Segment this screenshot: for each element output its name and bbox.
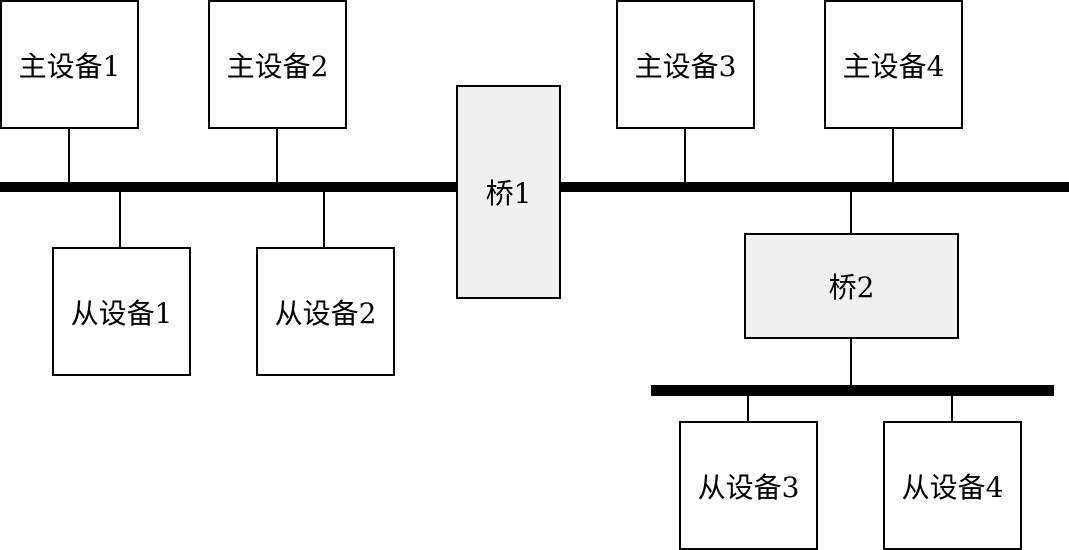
slave-device-4: 从设备4 xyxy=(883,421,1022,550)
bridge-1: 桥1 xyxy=(456,85,561,299)
main-bus-right xyxy=(560,182,1069,192)
wire-master-4 xyxy=(892,128,894,183)
slave-device-1: 从设备1 xyxy=(52,247,191,376)
wire-slave-4 xyxy=(951,395,953,422)
master-device-2: 主设备2 xyxy=(208,0,347,129)
wire-bridge-2-up xyxy=(850,191,852,234)
master-device-4: 主设备4 xyxy=(824,0,963,129)
wire-master-2 xyxy=(276,128,278,183)
master-device-3: 主设备3 xyxy=(616,0,755,129)
wire-slave-1 xyxy=(119,191,121,248)
wire-slave-3 xyxy=(747,395,749,422)
wire-master-1 xyxy=(68,128,70,183)
slave-device-3: 从设备3 xyxy=(679,421,818,550)
bridge-2: 桥2 xyxy=(744,233,959,339)
slave-device-2: 从设备2 xyxy=(256,247,395,376)
wire-bridge-2-down xyxy=(850,338,852,386)
wire-master-3 xyxy=(684,128,686,183)
master-device-1: 主设备1 xyxy=(0,0,139,129)
main-bus-left xyxy=(0,182,458,192)
wire-slave-2 xyxy=(323,191,325,248)
sub-bus xyxy=(651,385,1054,396)
